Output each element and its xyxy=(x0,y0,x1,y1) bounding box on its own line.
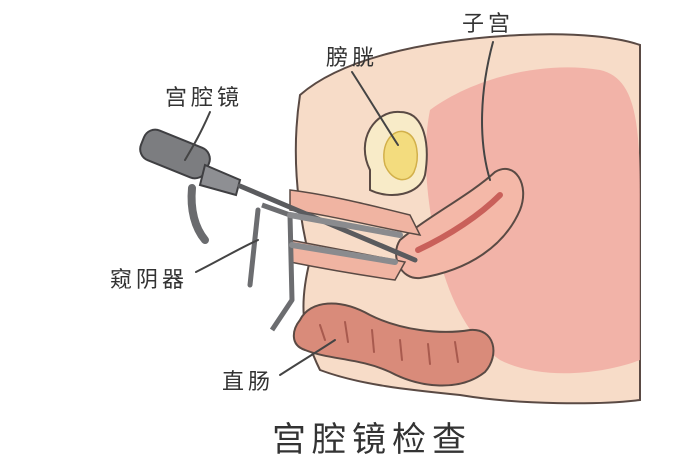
label-speculum: 窥阴器 xyxy=(110,268,189,293)
leader-hysteroscope xyxy=(184,111,211,161)
leader-uterus xyxy=(481,41,494,181)
uterus xyxy=(395,168,525,280)
label-rectum: 直肠 xyxy=(222,370,275,395)
label-hysteroscope: 宫腔镜 xyxy=(165,86,244,111)
leader-lines xyxy=(184,41,494,376)
speculum-icon xyxy=(247,202,403,332)
rectum-folds xyxy=(319,321,459,365)
uterus-tissue xyxy=(425,67,640,374)
label-uterus: 子宫 xyxy=(462,12,515,37)
leader-bladder xyxy=(351,71,399,146)
uterine-cavity xyxy=(415,192,503,253)
bladder xyxy=(383,130,418,181)
label-bladder: 膀胱 xyxy=(326,46,379,71)
rectum xyxy=(292,302,495,387)
diagram-title: 宫腔镜检查 xyxy=(272,420,472,460)
vaginal-canal-upper xyxy=(289,189,422,236)
leader-speculum xyxy=(195,239,259,273)
leader-rectum xyxy=(279,339,336,376)
